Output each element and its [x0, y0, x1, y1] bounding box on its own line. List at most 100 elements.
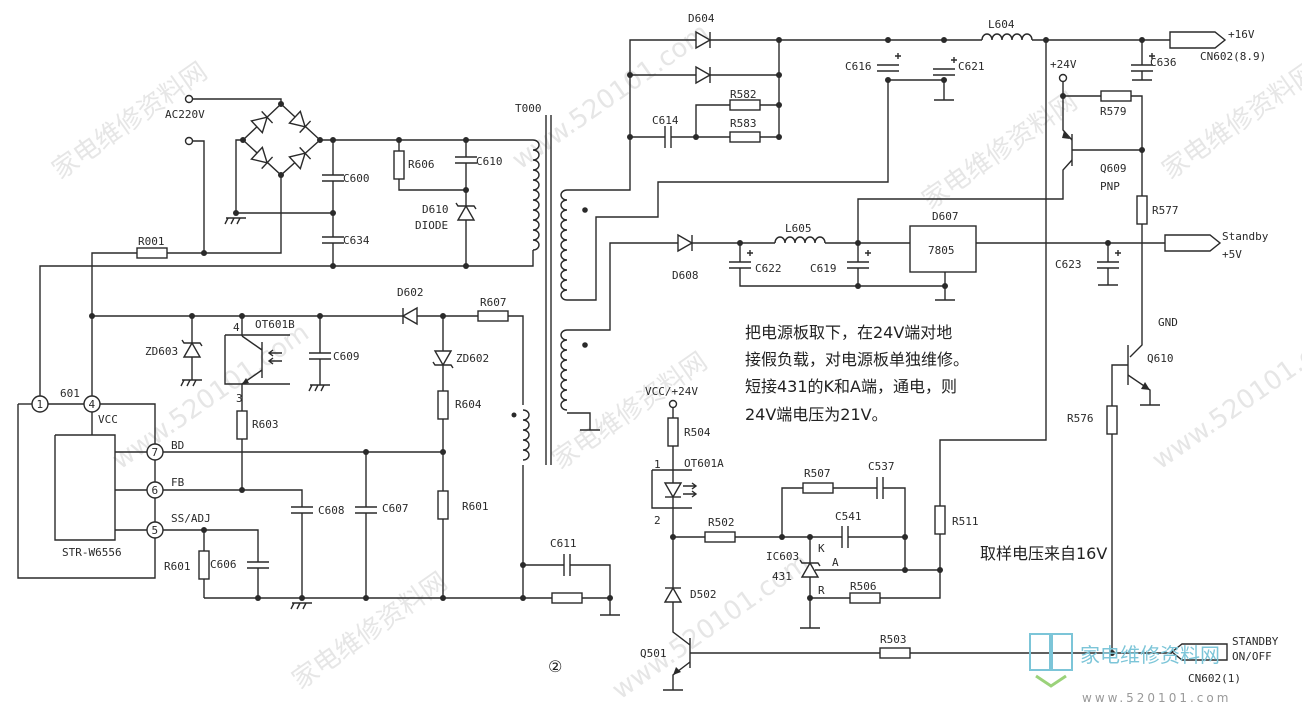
- label-R: R: [818, 584, 825, 597]
- inductor-L604: [981, 33, 1033, 41]
- junction-dot: [1109, 650, 1115, 656]
- label-Q610: Q610: [1147, 352, 1174, 365]
- watermark-text: 家电维修资料网: [1157, 57, 1302, 186]
- junction-dot: [363, 595, 369, 601]
- inductor-mask: [982, 37, 1032, 43]
- junction-dot: [440, 313, 446, 319]
- label-pin5: 5: [152, 524, 159, 537]
- capacitor-gap: [354, 507, 378, 513]
- resistor-R606: [393, 150, 405, 180]
- capacitor-C607: [354, 506, 378, 514]
- capacitor-gap: [454, 157, 478, 163]
- resistor-R503: [879, 647, 911, 659]
- diode-triangle: [288, 152, 307, 170]
- wire: [163, 529, 259, 598]
- label-Standby: Standby: [1222, 230, 1269, 243]
- capacitor-C614: [664, 125, 672, 149]
- capacitor-gap: [932, 69, 956, 75]
- capacitor-C537: [876, 476, 884, 500]
- light-arrows-icon: [267, 349, 282, 365]
- junction-dot: [330, 137, 336, 143]
- junction-dot: [239, 487, 245, 493]
- wire: [567, 39, 1170, 191]
- junction-dot: [255, 595, 261, 601]
- diode-triangle: [695, 30, 712, 50]
- book-icon: [1029, 633, 1051, 671]
- label-p24V: +24V: [1050, 58, 1077, 71]
- diode-bar: [799, 559, 821, 567]
- watermark-text: www.520101.com: [1147, 318, 1302, 476]
- label-R507: R507: [804, 467, 831, 480]
- wire: [241, 103, 322, 176]
- terminal: [184, 94, 194, 104]
- junction-dot: [299, 595, 305, 601]
- diode-triangle: [401, 306, 418, 326]
- junction-dot: [278, 172, 284, 178]
- junction-dot: [607, 595, 613, 601]
- label-C609: C609: [333, 350, 360, 363]
- winding-dot: [511, 412, 517, 418]
- capacitor-C611: [563, 553, 571, 577]
- resistor-R506: [849, 592, 881, 604]
- label-R583: R583: [730, 117, 757, 130]
- wire: [567, 412, 591, 430]
- diode-bridge-4: [288, 146, 312, 170]
- label-A: A: [832, 556, 839, 569]
- capacitor-gap: [564, 553, 570, 577]
- label-D608: D608: [672, 269, 699, 282]
- resistor-R504: [667, 417, 679, 447]
- junction-dot: [937, 567, 943, 573]
- junction-dot: [776, 134, 782, 140]
- emitter-arrow-icon: [242, 378, 249, 384]
- junction-dot: [855, 283, 861, 289]
- label-R606: R606: [408, 158, 435, 171]
- label-C634: C634: [343, 234, 370, 247]
- label-ONOFF: ON/OFF: [1232, 650, 1272, 663]
- label-R601: R601: [462, 500, 489, 513]
- resistor-R607: [477, 310, 509, 322]
- junction-dot: [520, 595, 526, 601]
- label-pin7: 7: [152, 446, 159, 459]
- ground-hatch: [236, 217, 241, 225]
- diode-OT601A-led: [663, 482, 683, 499]
- label-T000: T000: [515, 102, 542, 115]
- junction-dot: [463, 137, 469, 143]
- label-R001: R001: [138, 235, 165, 248]
- junction-dot: [1139, 147, 1145, 153]
- junction-dot: [855, 240, 861, 246]
- capacitor-gap: [321, 175, 345, 181]
- watermark-text: 家电维修资料网: [917, 87, 1083, 216]
- label-R577: R577: [1152, 204, 1179, 217]
- resistor-R583: [729, 131, 761, 143]
- label-C611: C611: [550, 537, 577, 550]
- terminal: [668, 399, 678, 409]
- diode-triangle: [250, 116, 269, 134]
- label-C610: C610: [476, 155, 503, 168]
- resistor-R579: [1100, 90, 1132, 102]
- junction-dot: [440, 595, 446, 601]
- junction-dot: [627, 72, 633, 78]
- label-IC603: IC603: [766, 550, 799, 563]
- junction-dot: [240, 137, 246, 143]
- ground-hatch: [320, 384, 325, 392]
- note-line: 把电源板取下，在24V端对地: [745, 323, 952, 342]
- junction-dot: [463, 263, 469, 269]
- label-pin4b: 4: [233, 321, 240, 334]
- diode-triangle: [288, 110, 307, 128]
- ground-hatch: [290, 602, 295, 610]
- capacitor-C600: [321, 174, 345, 182]
- junction-dot: [776, 72, 782, 78]
- watermark-text: 家电维修资料网: [287, 567, 453, 696]
- resistor-R603: [236, 410, 248, 440]
- diode-triangle: [182, 341, 202, 358]
- label-D610: D610: [422, 203, 449, 216]
- label-C622: C622: [755, 262, 782, 275]
- label-sample: 取样电压来自16V: [980, 544, 1107, 563]
- capacitor-gap: [290, 507, 314, 513]
- label-U431: 431: [772, 570, 792, 583]
- ic-pin-pin7: [146, 443, 164, 461]
- junction-dot: [463, 187, 469, 193]
- diode-triangle: [250, 146, 269, 164]
- capacitor-C636: [1130, 53, 1155, 72]
- label-D607: D607: [932, 210, 959, 223]
